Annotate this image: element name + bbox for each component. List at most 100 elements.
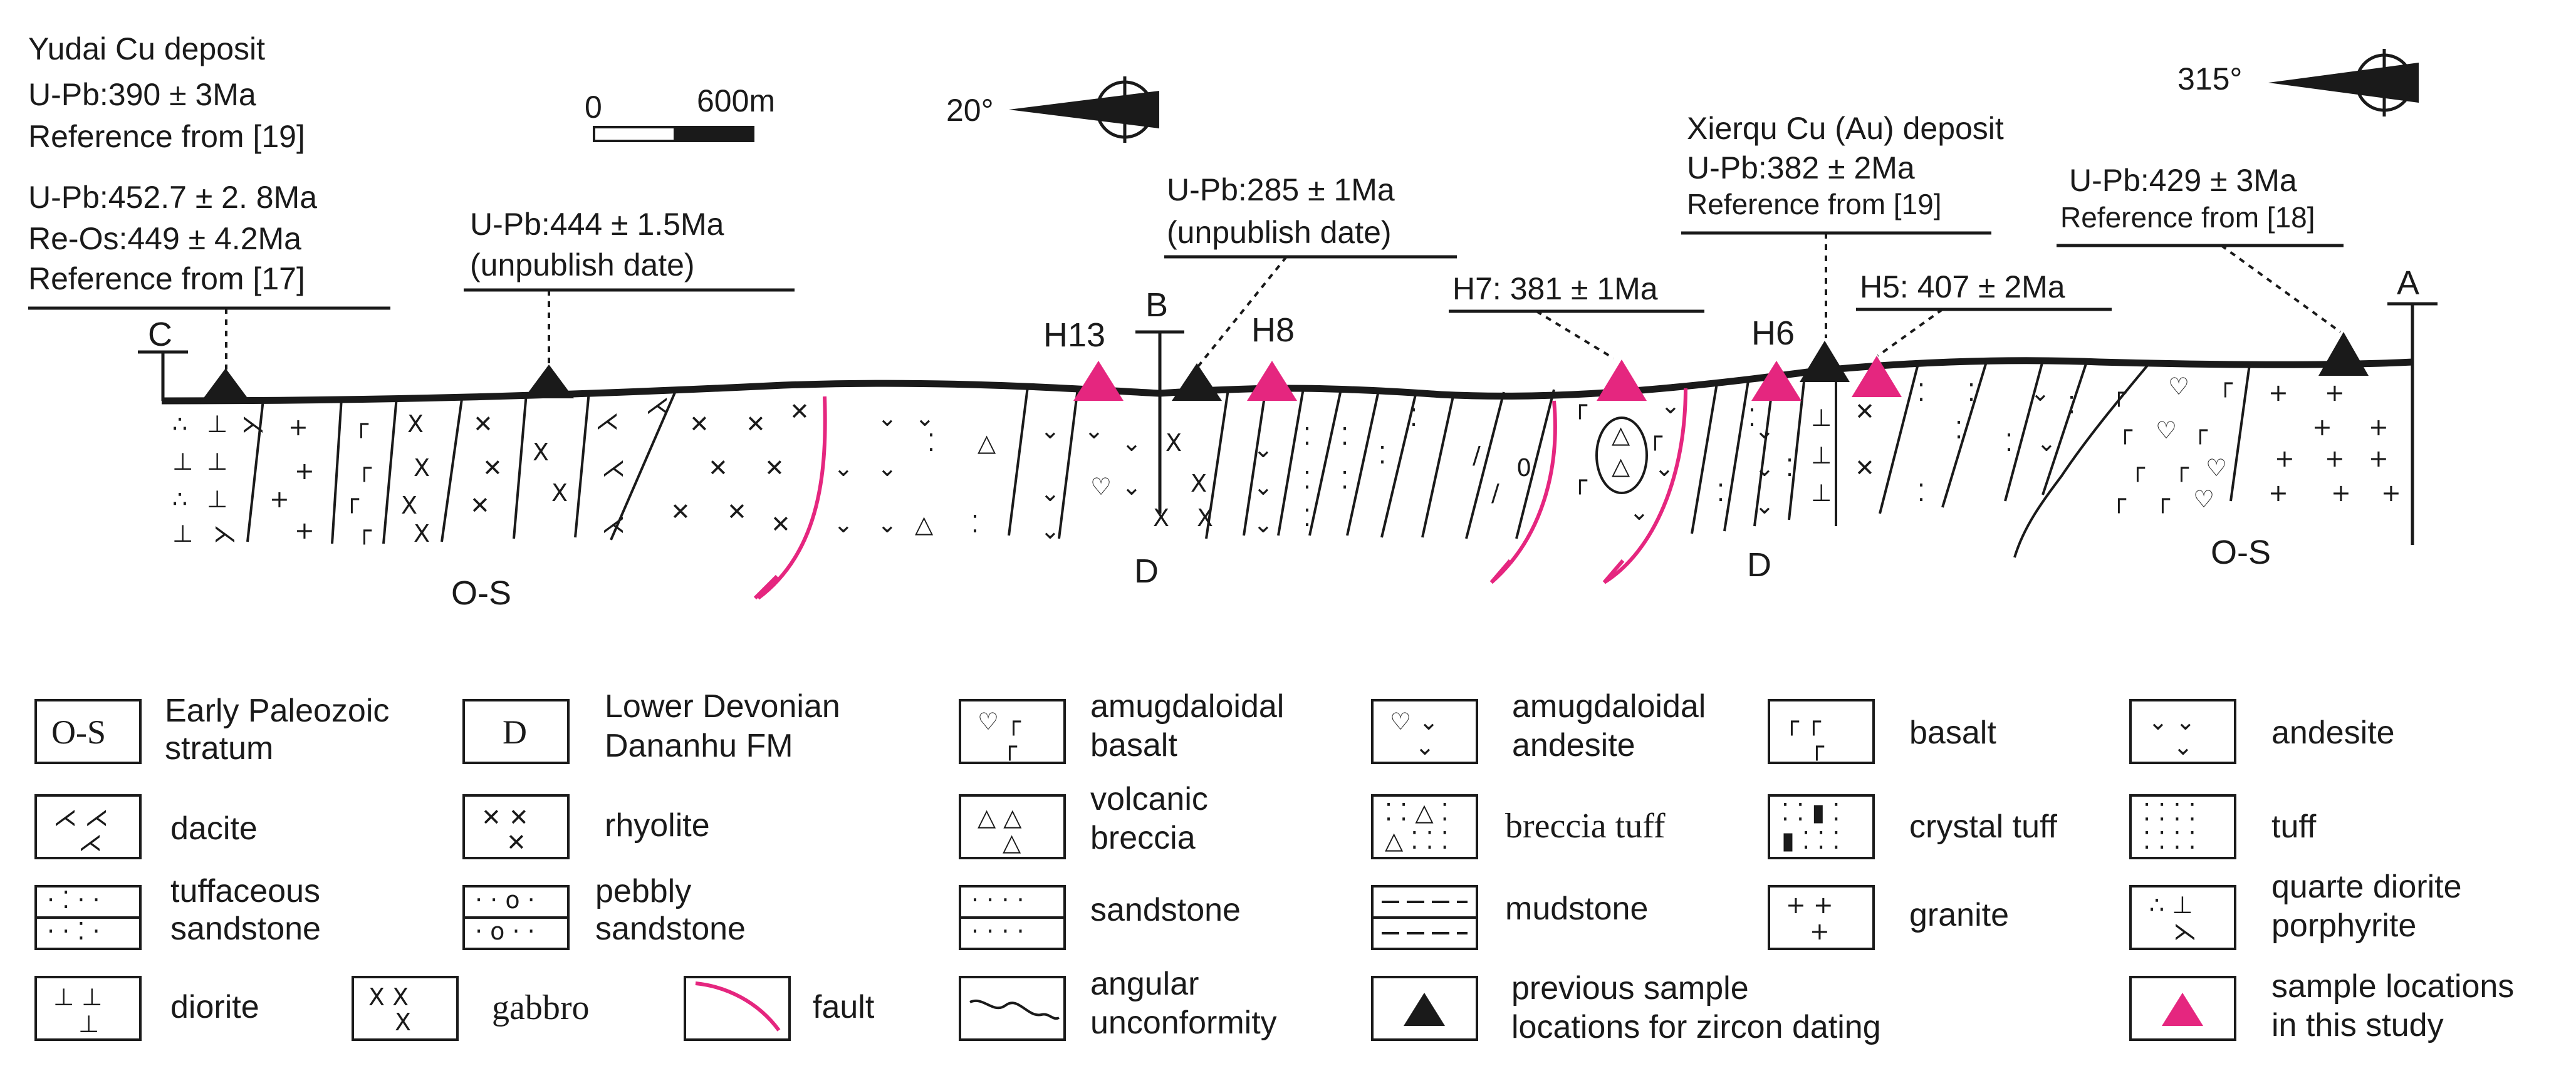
previous-sample-c-icon	[201, 368, 251, 402]
scale-end-label: 600m	[697, 83, 775, 118]
sample-label-h6: H6	[1751, 314, 1795, 352]
svg-text:✕: ✕	[689, 410, 709, 438]
legend-box-os-text: O-S	[51, 713, 106, 751]
legend-label-os-line1: Early Paleozoic	[165, 693, 389, 729]
legend-gabbro-symbol: X X	[368, 983, 409, 1011]
svg-text:✕: ✕	[670, 498, 691, 525]
svg-text:+: +	[295, 517, 315, 544]
formation-boundaries	[246, 360, 2251, 558]
yudai-reos-449: Re-Os:449 ± 4.2Ma	[28, 221, 301, 256]
legend-label-prev-sample-line1: previous sample	[1511, 970, 1749, 1006]
legend-rhyolite-symbol: ✕ ✕	[481, 804, 529, 831]
legend-label-this-sample-line2: in this study	[2271, 1007, 2444, 1043]
svg-text:┌: ┌	[2130, 454, 2146, 482]
svg-text:┌: ┌	[1648, 423, 1663, 451]
legend-amyg-andesite-symbol: ♡ ⌄	[1390, 708, 1439, 735]
svg-text:X: X	[1191, 470, 1207, 497]
sample-429-annotation: U-Pb:429 ± 3Ma Reference from [18]	[2057, 163, 2344, 333]
legend-label-amyg-basalt-line1: amugdaloidal	[1090, 688, 1284, 725]
svg-text:+: +	[2325, 379, 2345, 406]
svg-text:⊥: ⊥	[207, 448, 227, 475]
svg-text:/: /	[1473, 442, 1481, 469]
legend-box-granite	[1768, 885, 1875, 950]
legend-label-this-sample-line1: sample locations	[2271, 968, 2514, 1005]
svg-text:✕: ✕	[473, 410, 493, 438]
faults	[753, 388, 1687, 600]
legend-qd-porphyrite-symbol-2: ⋋	[2173, 918, 2197, 945]
svg-text:⊥: ⊥	[172, 448, 193, 475]
svg-text:⌄: ⌄	[1040, 479, 1060, 507]
legend-label-mudstone: mudstone	[1505, 891, 1648, 927]
fault-3-arrow-icon	[1602, 559, 1625, 584]
sample-285-annotation: U-Pb:285 ± 1Ma (unpublish date)	[1164, 172, 1457, 368]
sample-h5-icon	[1852, 356, 1902, 397]
sample-444-annotation: U-Pb:444 ± 1.5Ma (unpublish date)	[464, 207, 795, 375]
legend-box-unconformity	[959, 976, 1066, 1041]
svg-text:+: +	[2275, 445, 2295, 472]
yudai-title: Yudai Cu deposit	[28, 31, 265, 66]
stratum-label-d-center: D	[1134, 552, 1159, 590]
legend-granite-symbol: + +	[1786, 891, 1833, 919]
previous-sample-429-icon	[2318, 332, 2369, 376]
svg-text:⌄: ⌄	[2030, 379, 2050, 406]
legend-label-sandstone: sandstone	[1090, 892, 1241, 928]
svg-text:X: X	[1197, 504, 1213, 532]
legend-label-pebbly-sandstone-line2: sandstone	[595, 911, 746, 947]
svg-text:⌄: ⌄	[1755, 492, 1775, 519]
h7-annotation: H7: 381 ± 1Ma	[1449, 271, 1704, 360]
legend-label-d-line2: Dananhu FM	[605, 728, 793, 764]
svg-text:X: X	[414, 520, 430, 547]
svg-text:△: △	[915, 510, 934, 538]
svg-text:⋋: ⋋	[213, 520, 237, 547]
svg-text:✕: ✕	[482, 454, 503, 482]
svg-text:⁚: ⁚	[1379, 442, 1386, 469]
svg-text:┌: ┌	[2118, 417, 2133, 445]
svg-text:⁚: ⁚	[1955, 417, 1963, 444]
legend-box-basalt	[1768, 699, 1875, 764]
svg-text:✕: ✕	[746, 410, 766, 438]
svg-text:⌄: ⌄	[1040, 517, 1060, 544]
legend-volcanic-breccia-symbol-2: △	[1003, 829, 1021, 856]
legend-granite-symbol-2: +	[1810, 918, 1830, 945]
svg-text:┌: ┌	[1573, 391, 1588, 420]
legend-box-this-sample	[2129, 976, 2236, 1041]
fault-1-arrow-icon	[753, 574, 779, 600]
svg-text:✕: ✕	[790, 398, 810, 425]
svg-text:┌: ┌	[354, 410, 369, 438]
fault-2-arrow-icon	[1489, 559, 1512, 584]
svg-text:⊥: ⊥	[1811, 404, 1832, 432]
svg-text:⋌: ⋌	[645, 391, 669, 419]
svg-text:+: +	[2369, 445, 2389, 472]
svg-text:⁚: ⁚	[2068, 391, 2075, 419]
legend-breccia-tuff-symbol-2: △ ⁚ ⁚ ⁚	[1385, 827, 1449, 854]
fault-2	[1490, 400, 1557, 584]
svg-text:⌄: ⌄	[1122, 473, 1142, 500]
legend-box-amyg-basalt	[959, 699, 1066, 764]
svg-text:⊥: ⊥	[1811, 442, 1832, 469]
svg-text:✕: ✕	[764, 454, 785, 482]
legend-box-d-text: D	[503, 713, 527, 751]
svg-text:+: +	[2268, 479, 2288, 507]
svg-text:✕: ✕	[1855, 454, 1875, 482]
svg-text:✕: ✕	[470, 492, 490, 519]
svg-text:⌄: ⌄	[1629, 498, 1649, 525]
legend-label-breccia-tuff: breccia tuff	[1505, 807, 1666, 846]
legend-box-amyg-andesite	[1371, 699, 1478, 764]
xierqu-title: Xierqu Cu (Au) deposit	[1687, 111, 2004, 146]
svg-text:+: +	[2381, 479, 2401, 507]
breccia-lens-triangle-icon-2: △	[1612, 452, 1630, 480]
legend-label-gabbro: gabbro	[492, 988, 590, 1027]
legend-box-crystal-tuff	[1768, 794, 1875, 859]
svg-text:⌄: ⌄	[1661, 391, 1681, 419]
svg-text:┌: ┌	[2193, 417, 2208, 445]
legend-prev-sample-icon	[1404, 993, 1445, 1026]
svg-text:⁚: ⁚	[1968, 379, 1975, 406]
sample-label-h13: H13	[1043, 316, 1105, 354]
sample-285-leader	[1197, 256, 1288, 368]
legend-andesite-symbol-2: ⌄	[2173, 733, 2193, 760]
orientation-arrow-20: 20°	[946, 76, 1159, 143]
svg-text:♡: ♡	[2156, 417, 2177, 444]
sample-h13-icon	[1073, 361, 1124, 401]
svg-text:+: +	[2369, 413, 2389, 441]
section-marker-c: C	[138, 316, 188, 401]
